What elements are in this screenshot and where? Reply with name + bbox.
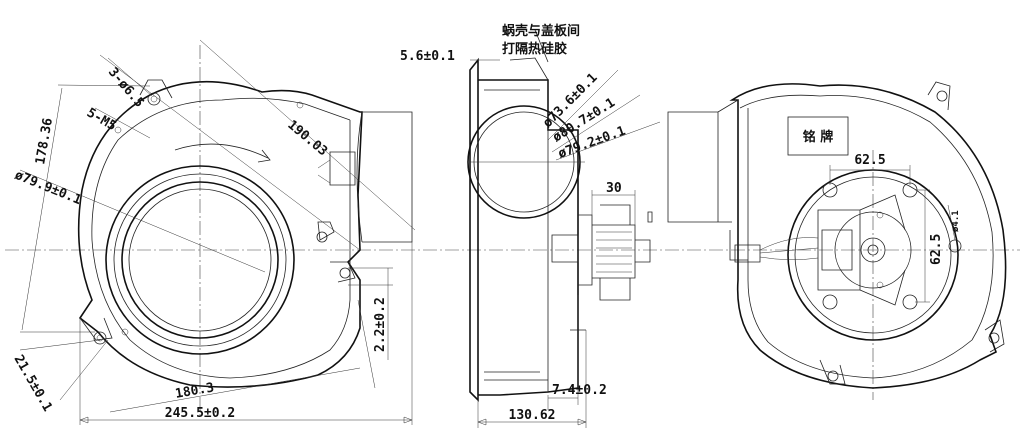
inlet-inner-ring (128, 188, 272, 332)
back-shaft-outer (860, 237, 886, 263)
side-connector (551, 234, 579, 263)
dim-overall-width: 245.5±0.2 (165, 406, 235, 421)
screw-m5-3 (121, 328, 129, 336)
inlet-outer-ring (105, 165, 295, 355)
back-lug-top (927, 81, 951, 111)
mounting-lug-top (139, 79, 173, 99)
dim-motor-width: 30 (606, 181, 622, 196)
screw-m5-2 (296, 101, 304, 109)
side-view: 蜗壳与盖板间 打隔热硅胶 5.6±0.1 ø73.6±0.1 ø80.7±0.1… (400, 23, 661, 428)
back-mount-hole-4 (902, 294, 918, 310)
nameplate-label: 铭 牌 (803, 129, 834, 145)
dim-offset: 2.2±0.2 (373, 297, 388, 352)
dim-small-hole: ø4.1 (951, 210, 961, 232)
back-wires (759, 237, 819, 260)
back-view: 铭 牌 62.5 62.5 ø4.1 (667, 81, 1007, 400)
back-lug-right (984, 319, 1005, 353)
mounting-hole-bottom-left (93, 331, 107, 345)
dim-plate: 7.4±0.2 (552, 383, 607, 398)
side-back-plate (469, 57, 479, 402)
dim-mount-vertical: 62.5 (929, 234, 944, 265)
back-mount-hole-3 (822, 294, 838, 310)
back-outlet-duct (667, 99, 739, 223)
back-shaft-inner (867, 244, 879, 256)
dim-arc: 180.3 (174, 380, 215, 402)
nameplate-box (787, 116, 849, 156)
back-hole-top (936, 90, 948, 102)
screw-m5-1 (114, 126, 122, 134)
dim-thread-holes: 5-M5 (84, 105, 119, 134)
dim-flange: 5.6±0.1 (400, 49, 455, 64)
back-hole-right (988, 332, 1000, 344)
back-hole-bottom (827, 370, 839, 382)
dim-diagonal: 190.03 (284, 118, 330, 160)
mounting-lug-bottom-left (79, 317, 113, 341)
rotation-arc (174, 143, 269, 159)
front-view: 3-ø6.5 5-M5 178.36 ø79.9±0.1 190.03 2.2±… (11, 39, 416, 425)
back-connector (734, 244, 761, 263)
back-motor-circle (834, 211, 912, 289)
back-mount-hole-2 (902, 182, 918, 198)
dim-height: 178.36 (33, 117, 56, 166)
note-line-2: 打隔热硅胶 (502, 41, 567, 57)
dim-depth: 130.62 (509, 408, 556, 423)
dim-mount-horizontal: 62.5 (854, 153, 885, 168)
outlet-detail (317, 159, 331, 184)
outlet-mouth (329, 151, 356, 186)
side-motor (578, 204, 636, 301)
screw-boss (316, 231, 328, 243)
mounting-hole-top (147, 92, 161, 106)
dim-bottom-angle: 21.5±0.1 (11, 353, 55, 415)
inlet-ring-3 (121, 181, 279, 339)
dim-mounting-holes: 3-ø6.5 (105, 65, 147, 111)
outlet-duct (356, 111, 413, 243)
back-lug-bottom (819, 359, 846, 385)
volute-inner-outline (91, 97, 351, 379)
mounting-hole-right (339, 267, 351, 279)
volute-housing-outline (77, 80, 363, 388)
mounting-lug-right (330, 261, 356, 283)
back-housing-outline (729, 83, 1007, 389)
note-line-1: 蜗壳与盖板间 (502, 23, 580, 39)
back-housing-inner (739, 94, 994, 379)
rotation-arrow-icon (257, 149, 271, 163)
inlet-ring-2 (113, 173, 287, 347)
